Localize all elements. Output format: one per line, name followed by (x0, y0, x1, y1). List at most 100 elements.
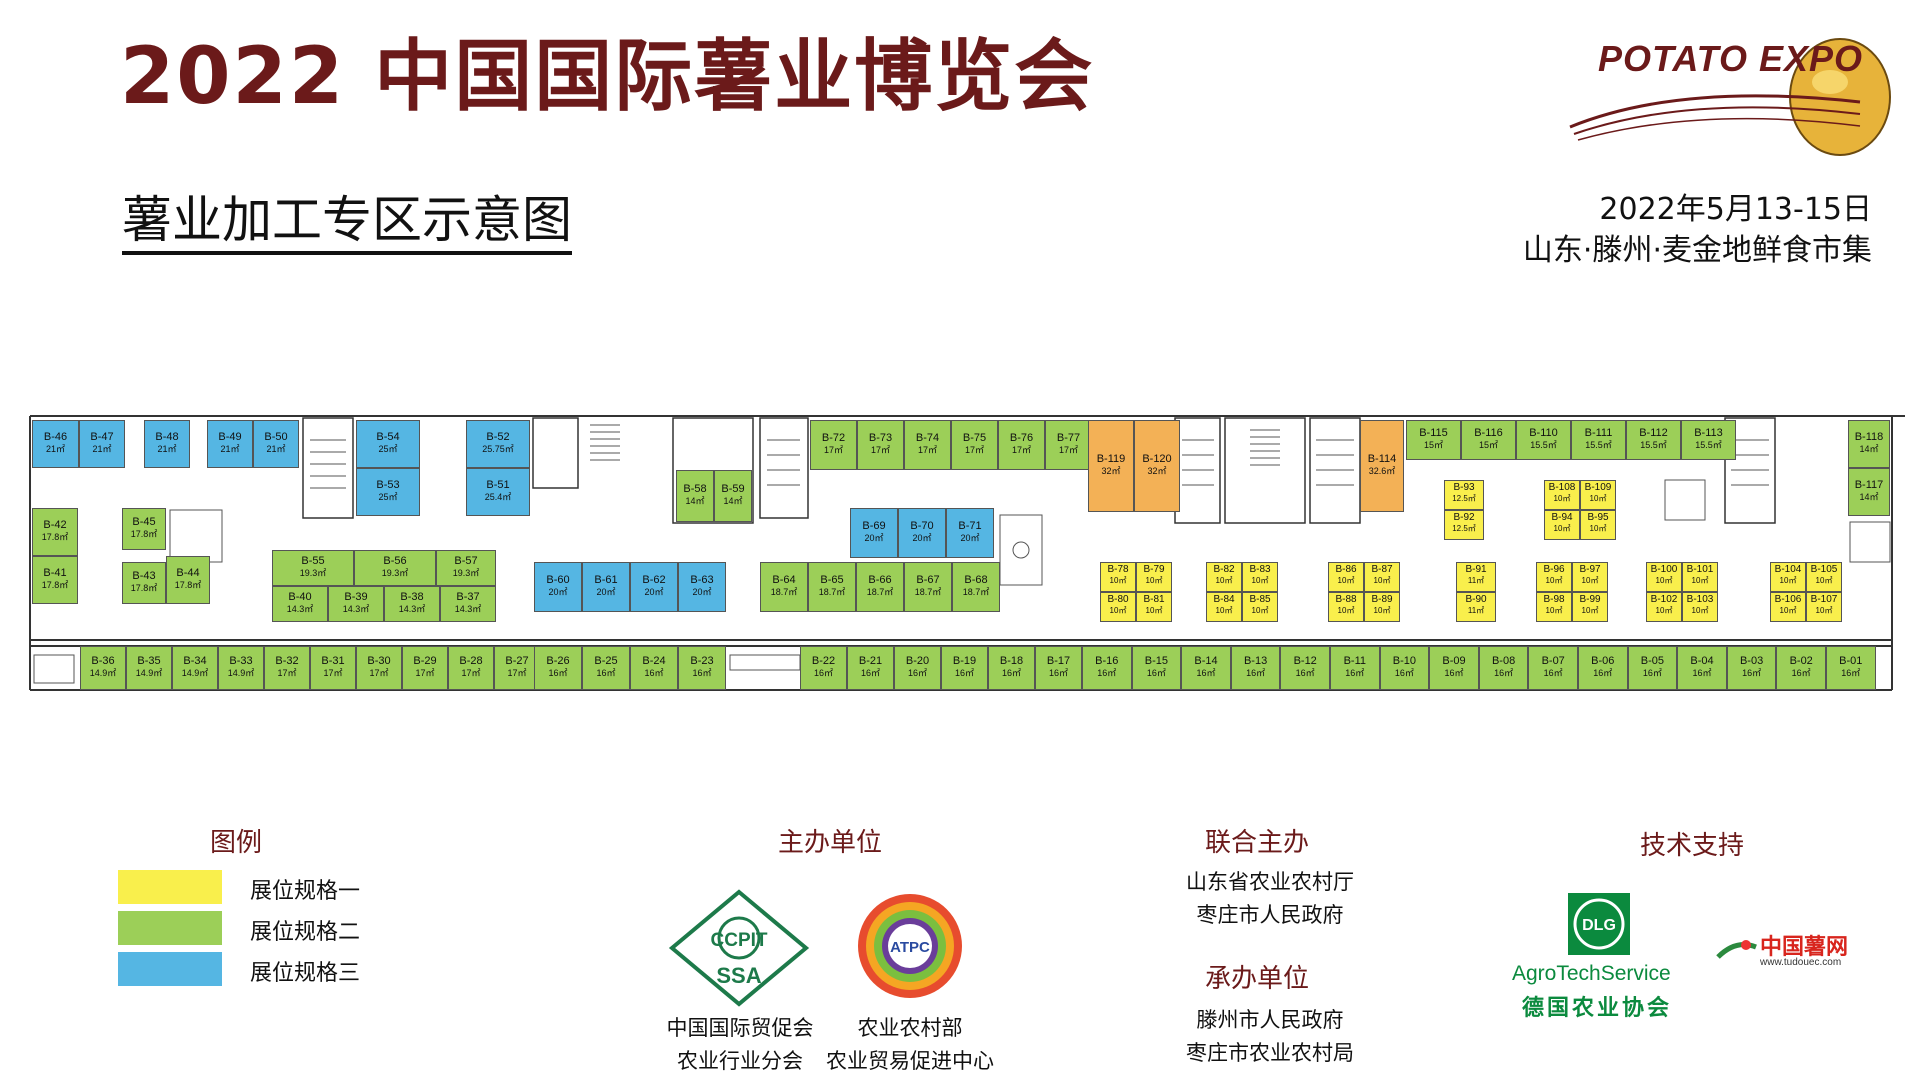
booth-b-104[interactable]: B-10410㎡ (1770, 562, 1806, 592)
booth-b-97[interactable]: B-9710㎡ (1572, 562, 1608, 592)
booth-b-89[interactable]: B-8910㎡ (1364, 592, 1400, 622)
booth-b-70[interactable]: B-7020㎡ (898, 508, 946, 558)
booth-b-60[interactable]: B-6020㎡ (534, 562, 582, 612)
booth-b-52[interactable]: B-5225.75㎡ (466, 420, 530, 468)
booth-b-118[interactable]: B-11814㎡ (1848, 420, 1890, 468)
booth-b-81[interactable]: B-8110㎡ (1136, 592, 1172, 622)
booth-b-30[interactable]: B-3017㎡ (356, 646, 402, 690)
booth-b-03[interactable]: B-0316㎡ (1726, 646, 1777, 690)
booth-b-29[interactable]: B-2917㎡ (402, 646, 448, 690)
booth-b-01[interactable]: B-0116㎡ (1826, 646, 1876, 690)
booth-b-103[interactable]: B-10310㎡ (1682, 592, 1718, 622)
booth-b-43[interactable]: B-4317.8㎡ (122, 562, 166, 604)
booth-b-113[interactable]: B-11315.5㎡ (1681, 420, 1736, 460)
booth-b-50[interactable]: B-5021㎡ (253, 420, 299, 468)
booth-b-42[interactable]: B-4217.8㎡ (32, 508, 78, 556)
booth-b-53[interactable]: B-5325㎡ (356, 468, 420, 516)
booth-b-99[interactable]: B-9910㎡ (1572, 592, 1608, 622)
booth-b-115[interactable]: B-11515㎡ (1406, 420, 1461, 460)
booth-b-02[interactable]: B-0216㎡ (1776, 646, 1826, 690)
booth-b-23[interactable]: B-2316㎡ (678, 646, 726, 690)
booth-b-46[interactable]: B-4621㎡ (32, 420, 79, 468)
booth-b-44[interactable]: B-4417.8㎡ (166, 556, 210, 604)
booth-b-41[interactable]: B-4117.8㎡ (32, 556, 78, 604)
booth-b-116[interactable]: B-11615㎡ (1461, 420, 1516, 460)
booth-b-49[interactable]: B-4921㎡ (207, 420, 253, 468)
booth-b-33[interactable]: B-3314.9㎡ (218, 646, 264, 690)
booth-b-45[interactable]: B-4517.8㎡ (122, 508, 166, 550)
booth-b-72[interactable]: B-7217㎡ (810, 420, 857, 470)
booth-b-56[interactable]: B-5619.3㎡ (354, 550, 436, 586)
booth-b-120[interactable]: B-12032㎡ (1134, 420, 1180, 512)
booth-b-34[interactable]: B-3414.9㎡ (172, 646, 218, 690)
booth-b-06[interactable]: B-0616㎡ (1578, 646, 1628, 690)
booth-b-64[interactable]: B-6418.7㎡ (760, 562, 808, 612)
booth-b-19[interactable]: B-1916㎡ (941, 646, 988, 690)
booth-b-36[interactable]: B-3614.9㎡ (80, 646, 126, 690)
booth-b-74[interactable]: B-7417㎡ (904, 420, 951, 470)
booth-b-28[interactable]: B-2817㎡ (448, 646, 494, 690)
booth-b-109[interactable]: B-10910㎡ (1580, 480, 1616, 510)
booth-b-93[interactable]: B-9312.5㎡ (1444, 480, 1484, 510)
booth-b-112[interactable]: B-11215.5㎡ (1626, 420, 1681, 460)
booth-b-80[interactable]: B-8010㎡ (1100, 592, 1136, 622)
booth-b-78[interactable]: B-7810㎡ (1100, 562, 1136, 592)
booth-b-48[interactable]: B-4821㎡ (144, 420, 190, 468)
booth-b-82[interactable]: B-8210㎡ (1206, 562, 1242, 592)
booth-b-63[interactable]: B-6320㎡ (678, 562, 726, 612)
booth-b-61[interactable]: B-6120㎡ (582, 562, 630, 612)
booth-b-117[interactable]: B-11714㎡ (1848, 468, 1890, 516)
booth-b-95[interactable]: B-9510㎡ (1580, 510, 1616, 540)
booth-b-98[interactable]: B-9810㎡ (1536, 592, 1572, 622)
booth-b-111[interactable]: B-11115.5㎡ (1571, 420, 1626, 460)
booth-b-91[interactable]: B-9111㎡ (1456, 562, 1496, 592)
booth-b-92[interactable]: B-9212.5㎡ (1444, 510, 1484, 540)
booth-b-21[interactable]: B-2116㎡ (847, 646, 894, 690)
booth-b-07[interactable]: B-0716㎡ (1528, 646, 1578, 690)
booth-b-67[interactable]: B-6718.7㎡ (904, 562, 952, 612)
booth-b-85[interactable]: B-8510㎡ (1242, 592, 1278, 622)
booth-b-13[interactable]: B-1316㎡ (1230, 646, 1281, 690)
booth-b-75[interactable]: B-7517㎡ (951, 420, 998, 470)
booth-b-86[interactable]: B-8610㎡ (1328, 562, 1364, 592)
booth-b-32[interactable]: B-3217㎡ (264, 646, 310, 690)
booth-b-10[interactable]: B-1016㎡ (1379, 646, 1430, 690)
booth-b-04[interactable]: B-0416㎡ (1677, 646, 1727, 690)
booth-b-107[interactable]: B-10710㎡ (1806, 592, 1842, 622)
booth-b-38[interactable]: B-3814.3㎡ (384, 586, 440, 622)
booth-b-55[interactable]: B-5519.3㎡ (272, 550, 354, 586)
booth-b-79[interactable]: B-7910㎡ (1136, 562, 1172, 592)
booth-b-119[interactable]: B-11932㎡ (1088, 420, 1134, 512)
booth-b-62[interactable]: B-6220㎡ (630, 562, 678, 612)
booth-b-16[interactable]: B-1616㎡ (1082, 646, 1132, 690)
booth-b-39[interactable]: B-3914.3㎡ (328, 586, 384, 622)
booth-b-114[interactable]: B-11432.6㎡ (1360, 420, 1404, 512)
booth-b-105[interactable]: B-10510㎡ (1806, 562, 1842, 592)
booth-b-05[interactable]: B-0516㎡ (1627, 646, 1678, 690)
booth-b-94[interactable]: B-9410㎡ (1544, 510, 1580, 540)
booth-b-08[interactable]: B-0816㎡ (1478, 646, 1529, 690)
booth-b-71[interactable]: B-7120㎡ (946, 508, 994, 558)
booth-b-101[interactable]: B-10110㎡ (1682, 562, 1718, 592)
booth-b-22[interactable]: B-2216㎡ (800, 646, 847, 690)
booth-b-24[interactable]: B-2416㎡ (630, 646, 678, 690)
booth-b-108[interactable]: B-10810㎡ (1544, 480, 1580, 510)
booth-b-47[interactable]: B-4721㎡ (79, 420, 125, 468)
booth-b-15[interactable]: B-1516㎡ (1131, 646, 1182, 690)
booth-b-68[interactable]: B-6818.7㎡ (952, 562, 1000, 612)
booth-b-96[interactable]: B-9610㎡ (1536, 562, 1572, 592)
booth-b-65[interactable]: B-6518.7㎡ (808, 562, 856, 612)
booth-b-14[interactable]: B-1416㎡ (1181, 646, 1231, 690)
booth-b-51[interactable]: B-5125.4㎡ (466, 468, 530, 516)
booth-b-35[interactable]: B-3514.9㎡ (126, 646, 172, 690)
booth-b-11[interactable]: B-1116㎡ (1330, 646, 1380, 690)
booth-b-90[interactable]: B-9011㎡ (1456, 592, 1496, 622)
booth-b-09[interactable]: B-0916㎡ (1429, 646, 1479, 690)
booth-b-31[interactable]: B-3117㎡ (310, 646, 356, 690)
booth-b-73[interactable]: B-7317㎡ (857, 420, 904, 470)
booth-b-20[interactable]: B-2016㎡ (894, 646, 941, 690)
booth-b-26[interactable]: B-2616㎡ (534, 646, 582, 690)
booth-b-87[interactable]: B-8710㎡ (1364, 562, 1400, 592)
booth-b-88[interactable]: B-8810㎡ (1328, 592, 1364, 622)
booth-b-59[interactable]: B-5914㎡ (714, 470, 752, 522)
